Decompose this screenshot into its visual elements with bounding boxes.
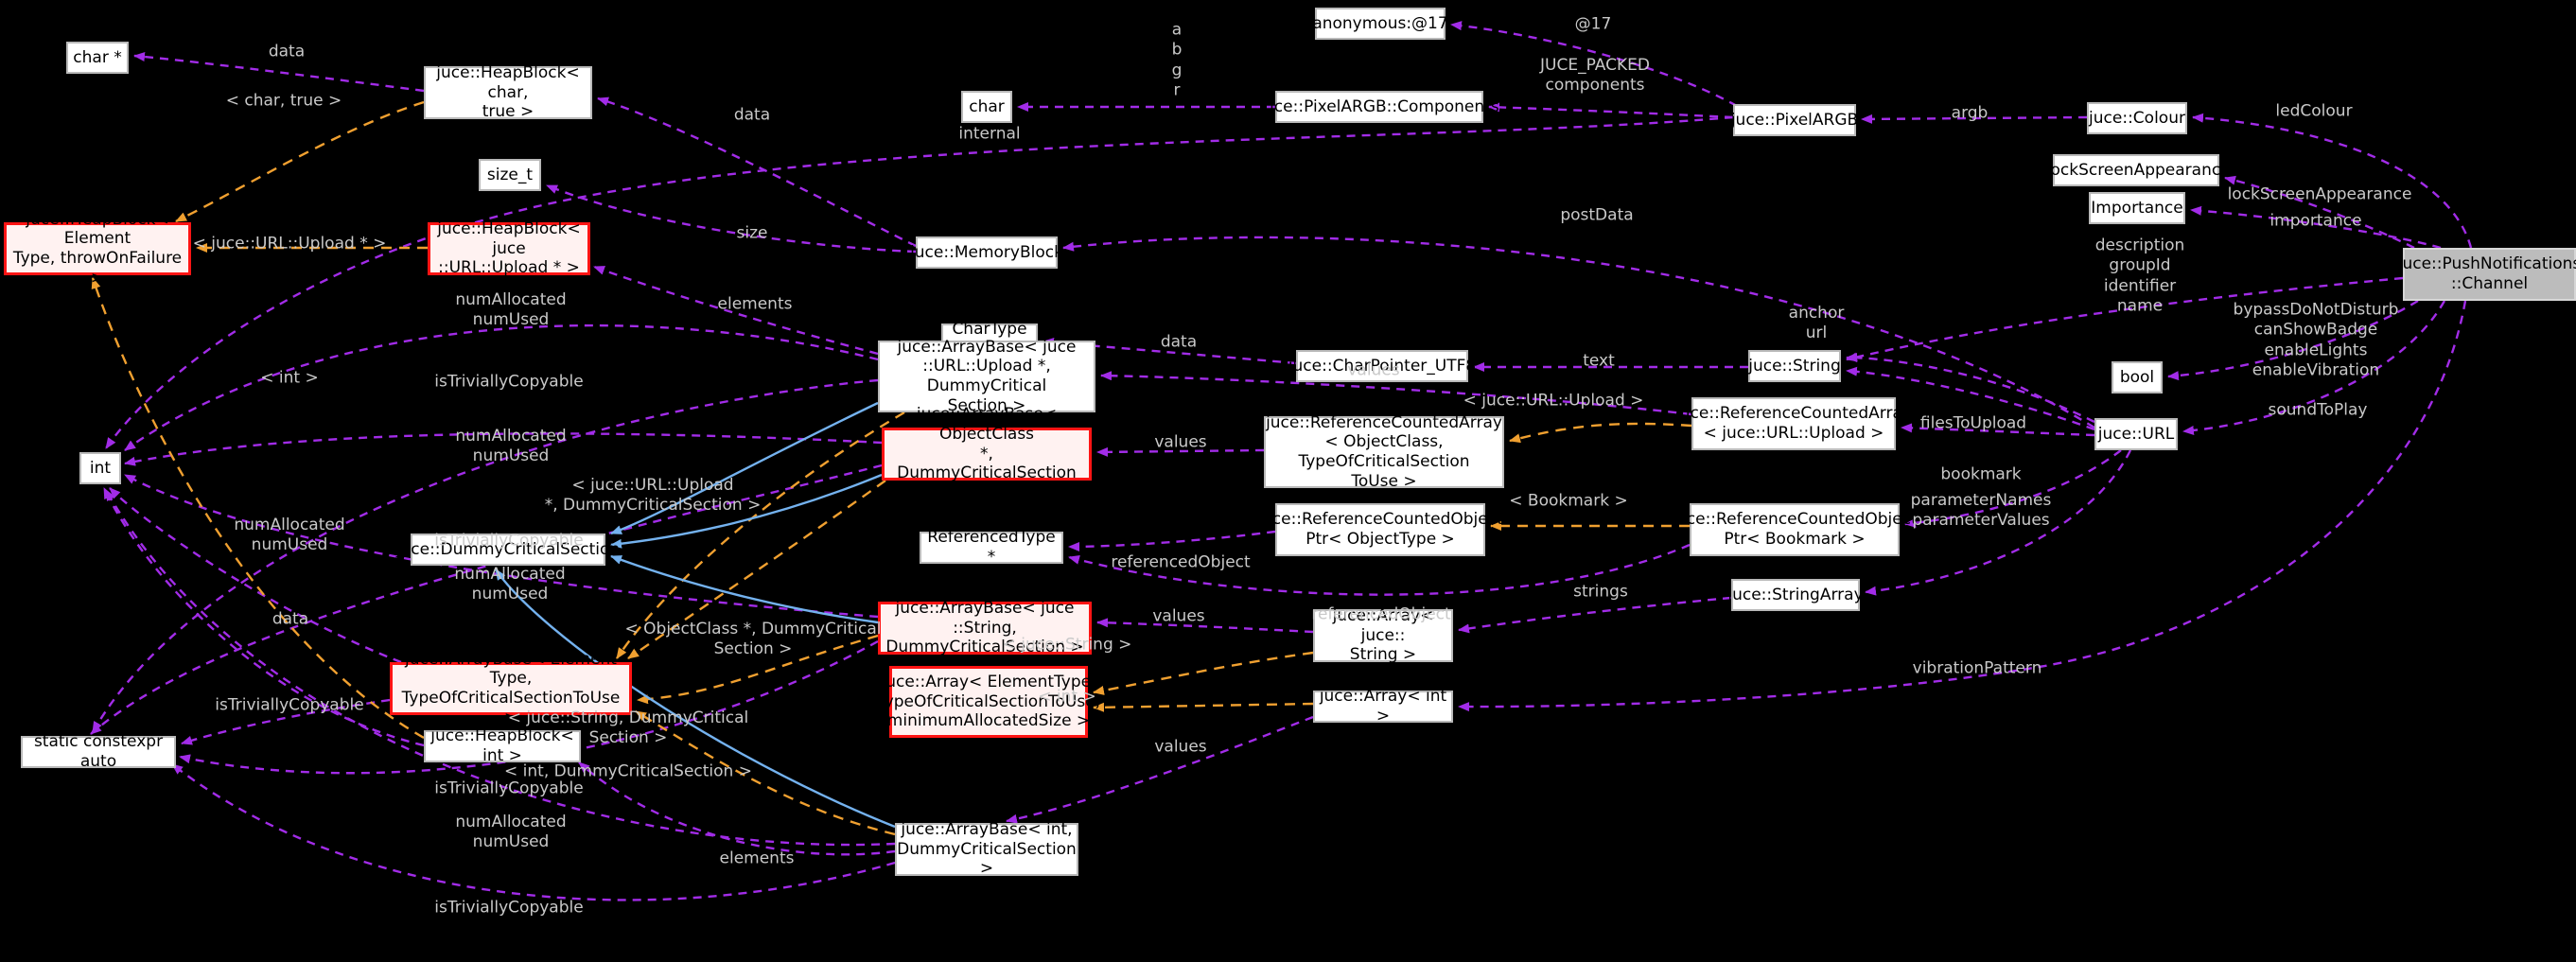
edge-template-arraybase-objectclass-to-arraybase-elementtype <box>627 480 886 659</box>
edge-usage-channel-to-array-int <box>1458 300 2467 712</box>
edge-usage-stringarray-to-array-string <box>1458 596 1732 634</box>
node-char-ptr[interactable]: char * <box>66 42 129 74</box>
edge-usage-channel-to-string <box>1846 276 2404 362</box>
edge-usage-arraybase-int-to-static-constexpr-auto <box>171 763 896 901</box>
node-pixelargb-components[interactable]: juce::PixelARGB::Components <box>1259 91 1499 123</box>
node-arraybase-objectclass[interactable]: juce::ArrayBase< ObjectClass *, DummyCri… <box>882 405 1092 502</box>
edge-usage-arraybase-string-to-int <box>124 473 879 619</box>
node-dummycriticalsection[interactable]: juce::DummyCriticalSection <box>396 533 620 566</box>
node-colour[interactable]: juce::Colour <box>2087 102 2187 134</box>
edges-group <box>90 21 2473 901</box>
node-bool[interactable]: bool <box>2112 361 2163 394</box>
node-heapblock-char-true[interactable]: juce::HeapBlock< char, true > <box>424 63 592 121</box>
edge-usage-arraybase-elementtype-to-static-constexpr-auto <box>181 698 391 745</box>
edge-template-arraybase-string-to-arraybase-elementtype <box>637 634 879 705</box>
node-refcountedobjectptr-bookmark[interactable]: juce::ReferenceCountedObject Ptr< Bookma… <box>1672 503 1918 556</box>
edge-template-heapblock-int-to-heapblock-elementtype <box>91 277 425 740</box>
edge-usage-array-int-to-arraybase-int <box>1006 715 1314 824</box>
edge-usage-channel-to-importance <box>2190 205 2442 250</box>
edge-inheritance-arraybase-upload-to-dummycriticalsection <box>610 401 879 535</box>
node-refcountedarray-upload[interactable]: juce::ReferenceCountedArray < juce::URL:… <box>1675 397 1912 450</box>
node-arraybase-elementtype[interactable]: juce::ArrayBase< Element Type, TypeOfCri… <box>390 650 632 727</box>
edge-usage-arraybase-int-to-int <box>104 489 896 847</box>
node-lockscreenappearance[interactable]: LockScreenAppearance <box>2042 154 2231 186</box>
node-array-generic[interactable]: juce::Array< ElementType, TypeOfCritical… <box>877 666 1100 738</box>
node-size-t[interactable]: size_t <box>479 159 541 191</box>
edge-usage-arraybase-upload-to-static-constexpr-auto <box>91 378 879 733</box>
node-importance[interactable]: Importance <box>2089 192 2185 224</box>
edge-usage-arraybase-upload-to-heapblock-upload <box>593 265 879 356</box>
node-string[interactable]: juce::String <box>1748 350 1841 382</box>
node-arraybase-string[interactable]: juce::ArrayBase< juce ::String, DummyCri… <box>878 599 1092 656</box>
node-heapblock-elementtype[interactable]: juce::HeapBlock< Element Type, throwOnFa… <box>4 210 191 288</box>
edge-inheritance-arraybase-int-to-dummycriticalsection <box>495 568 896 829</box>
edge-usage-url-to-stringarray <box>1865 449 2132 596</box>
node-char[interactable]: char <box>961 91 1012 123</box>
edge-usage-refcountedarray-upload-to-arraybase-upload <box>1100 371 1692 416</box>
node-array-int[interactable]: juce::Array< int > <box>1313 687 1453 726</box>
edge-usage-arraybase-elementtype-to-int <box>109 487 402 664</box>
edge-usage-memoryblock-to-size-t <box>546 184 917 254</box>
edge-usage-memoryblock-to-heapblock-char-true <box>597 96 917 248</box>
edge-template-refcountedarray-upload-to-refcountedarray-generic <box>1509 422 1692 444</box>
edge-usage-arraybase-int-to-heapblock-int <box>578 761 896 856</box>
edge-usage-arraybase-upload-to-int <box>124 324 879 451</box>
node-channel[interactable]: juce::PushNotifications ::Channel <box>2398 248 2576 301</box>
node-static-constexpr-auto[interactable]: static constexpr auto <box>21 732 176 771</box>
edge-usage-channel-to-url <box>2182 300 2446 435</box>
edge-usage-refcountedarray-generic-to-arraybase-objectclass <box>1096 446 1265 457</box>
node-memoryblock[interactable]: juce::MemoryBlock <box>910 236 1063 269</box>
edge-usage-url-to-refcountedobjectptr-bookmark <box>1904 449 2122 528</box>
edge-usage-pixelargb-to-int <box>105 115 1734 449</box>
edge-usage-channel-to-colour <box>2192 113 2473 249</box>
edge-inheritance-arraybase-string-to-dummycriticalsection <box>610 554 879 624</box>
edge-usage-arraybase-string-to-static-constexpr-auto <box>179 639 879 775</box>
node-url[interactable]: juce::URL <box>2094 418 2178 450</box>
node-arraybase-upload[interactable]: juce::ArrayBase< juce ::URL::Upload *, D… <box>878 338 1095 415</box>
node-array-string[interactable]: juce::Array< juce:: String > <box>1313 606 1453 664</box>
node-refcountedobjectptr-objecttype[interactable]: juce::ReferenceCountedObject Ptr< Object… <box>1257 503 1503 556</box>
edge-usage-url-to-memoryblock <box>1062 236 2095 429</box>
node-pixelargb[interactable]: juce::PixelARGB <box>1731 104 1858 136</box>
node-charpointer-utf8[interactable]: juce::CharPointer_UTF8 <box>1288 350 1476 382</box>
node-referencedtype-ptr[interactable]: ReferencedType * <box>920 528 1063 567</box>
edge-usage-heapblock-char-true-to-char-ptr <box>133 52 425 93</box>
edge-template-arraybase-upload-to-arraybase-elementtype <box>616 411 905 659</box>
edge-inheritance-arraybase-objectclass-to-dummycriticalsection <box>610 473 883 549</box>
edge-usage-colour-to-pixelargb <box>1861 114 2088 124</box>
edge-usage-channel-to-lockscreenappearance <box>2224 175 2415 250</box>
node-refcountedarray-generic[interactable]: juce::ReferenceCountedArray < ObjectClas… <box>1264 413 1504 491</box>
edge-template-array-int-to-array-generic <box>1093 702 1314 712</box>
edge-usage-array-string-to-arraybase-string <box>1096 618 1314 634</box>
edge-usage-url-to-string <box>1846 353 2095 424</box>
edge-usage-refcountedobjectptr-objecttype-to-referencedtype-ptr <box>1068 530 1276 551</box>
node-heapblock-int[interactable]: juce::HeapBlock< int > <box>424 726 581 765</box>
edge-usage-pixelargb-to-anonymous-17 <box>1450 21 1738 108</box>
edge-template-heapblock-char-true-to-heapblock-elementtype <box>175 100 425 223</box>
edge-template-array-string-to-array-generic <box>1093 651 1314 695</box>
edge-usage-url-to-string <box>1846 366 2095 431</box>
node-heapblock-upload[interactable]: juce::HeapBlock< juce ::URL::Upload * > <box>428 219 590 277</box>
edge-usage-url-to-refcountedarray-upload <box>1901 423 2095 437</box>
edge-template-arraybase-int-to-arraybase-elementtype <box>635 709 896 836</box>
node-int[interactable]: int <box>79 452 121 484</box>
node-anonymous-17[interactable]: anonymous:@17 <box>1312 8 1448 40</box>
edge-usage-refcountedobjectptr-bookmark-to-referencedtype-ptr <box>1068 543 1691 596</box>
edge-usage-pixelargb-to-pixelargb-components <box>1488 102 1734 119</box>
node-stringarray[interactable]: juce::StringArray <box>1727 579 1864 611</box>
edge-usage-channel-to-bool <box>2167 299 2419 381</box>
node-arraybase-int[interactable]: juce::ArrayBase< int, DummyCriticalSecti… <box>895 820 1078 878</box>
